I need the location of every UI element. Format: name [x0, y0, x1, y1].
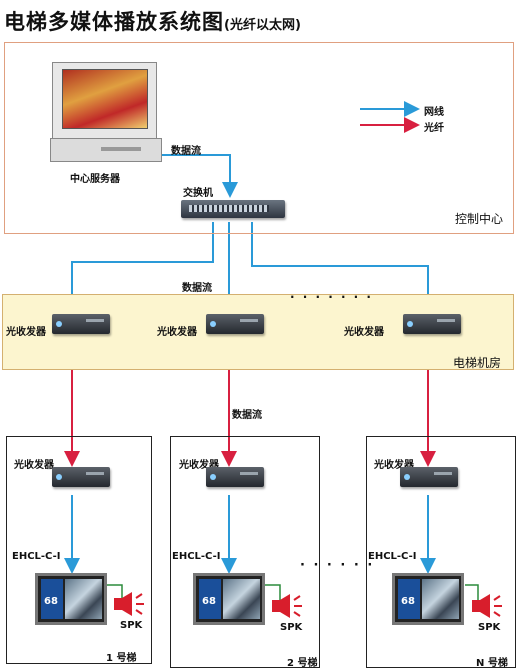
data-flow-label-top: 数据流 — [171, 146, 201, 157]
elevator-name-2: 2 号梯 — [287, 658, 318, 669]
switch-to-room-3-line — [251, 222, 436, 317]
room-transceiver-icon-2 — [206, 314, 264, 334]
switch-to-room-1-line — [64, 222, 214, 317]
server-base-icon — [50, 138, 162, 162]
elevator-screen-icon-3: 68 — [392, 573, 464, 625]
elevator-transceiver-label-3: 光收发器 — [374, 460, 414, 471]
elevator-box-2 — [170, 436, 320, 668]
speaker-link-3 — [465, 584, 479, 604]
elevator-player-label-1: EHCL-C-I — [12, 551, 61, 562]
machine-room-label: 电梯机房 — [453, 356, 502, 370]
switch-label: 交换机 — [183, 188, 213, 199]
elevator-speaker-label-2: SPK — [280, 622, 303, 633]
server-to-switch-line — [160, 154, 238, 198]
elevator-box-3 — [366, 436, 516, 668]
elevator-box-1 — [6, 436, 152, 664]
elevator-transceiver-label-2: 光收发器 — [179, 460, 219, 471]
elevator-speaker-label-3: SPK — [478, 622, 501, 633]
screen-number-2: 68 — [202, 596, 216, 607]
server-label: 中心服务器 — [70, 174, 120, 185]
elevator-ellipsis: · · · · · · — [300, 558, 375, 573]
speaker-icon-3 — [470, 592, 510, 624]
room-transceiver-label-2: 光收发器 — [157, 327, 197, 338]
elevator-screen-icon-1: 68 — [35, 573, 107, 625]
elevator-player-label-2: EHCL-C-I — [172, 551, 221, 562]
room-transceiver-icon-1 — [52, 314, 110, 334]
room-transceiver-label-3: 光收发器 — [344, 327, 384, 338]
elevator-name-3: N 号梯 — [476, 658, 508, 669]
elevator-name-1: 1 号梯 — [106, 653, 137, 664]
elevator-transceiver-icon-3 — [400, 467, 458, 487]
switch-icon — [181, 200, 285, 218]
elevator-transceiver-label-1: 光收发器 — [14, 460, 54, 471]
title-text: 电梯多媒体播放系统图 — [4, 10, 224, 34]
elevator-transceiver-icon-2 — [206, 467, 264, 487]
room-ellipsis: · · · · · · · — [290, 290, 373, 304]
room-transceiver-label-1: 光收发器 — [6, 327, 46, 338]
data-flow-label-mid: 数据流 — [182, 283, 212, 294]
server-monitor-icon — [52, 62, 157, 144]
speaker-icon-1 — [112, 590, 152, 622]
legend-fiber-label: 光纤 — [424, 123, 444, 134]
elevator-transceiver-icon-1 — [52, 467, 110, 487]
server-screen — [62, 69, 148, 129]
control-center-label: 控制中心 — [455, 212, 504, 226]
fiber-data-flow-label: 数据流 — [232, 410, 262, 421]
speaker-icon-2 — [270, 592, 310, 624]
screen-number-3: 68 — [401, 596, 415, 607]
elevator-speaker-label-1: SPK — [120, 620, 143, 631]
screen-number-1: 68 — [44, 596, 58, 607]
title-subtitle: (光纤以太网) — [224, 18, 301, 33]
speaker-link-2 — [265, 584, 281, 604]
elevator-screen-icon-2: 68 — [193, 573, 265, 625]
elevator-player-label-3: EHCL-C-I — [368, 551, 417, 562]
control-center-box — [4, 42, 514, 234]
speaker-link-1 — [107, 584, 123, 602]
room-transceiver-icon-3 — [403, 314, 461, 334]
diagram-title: 电梯多媒体播放系统图(光纤以太网) — [4, 6, 301, 36]
legend-network-label: 网线 — [424, 107, 444, 118]
